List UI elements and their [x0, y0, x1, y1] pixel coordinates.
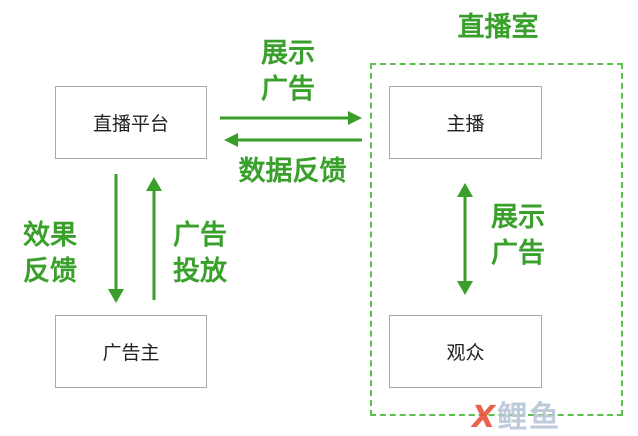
- arrow-advertiser-to-platform-head: [146, 177, 162, 191]
- edge-label-data-feedback: 数据反馈: [238, 156, 347, 187]
- node-advertiser: 广告主: [55, 315, 207, 388]
- node-platform: 直播平台: [55, 86, 207, 159]
- arrow-room-to-platform-head: [224, 133, 238, 147]
- arrow-anchor-audience-head-up: [457, 183, 473, 197]
- edge-label-show-ads-right: 展示 广告: [491, 202, 545, 269]
- edge-label-effect-feedback: 效果 反馈: [23, 220, 77, 287]
- live-room-group: [370, 63, 623, 416]
- arrow-platform-to-advertiser-head: [108, 289, 124, 303]
- node-anchor: 主播: [389, 86, 542, 159]
- edge-label-show-ads-top: 展示 广告: [261, 38, 315, 105]
- arrow-platform-to-room-head: [348, 111, 362, 125]
- arrow-anchor-audience-head-down: [457, 281, 473, 295]
- edge-label-ad-placement: 广告 投放: [173, 220, 227, 287]
- watermark-logo: X鲤鱼: [472, 400, 562, 435]
- live-room-label: 直播室: [457, 12, 539, 43]
- node-audience: 观众: [389, 315, 542, 388]
